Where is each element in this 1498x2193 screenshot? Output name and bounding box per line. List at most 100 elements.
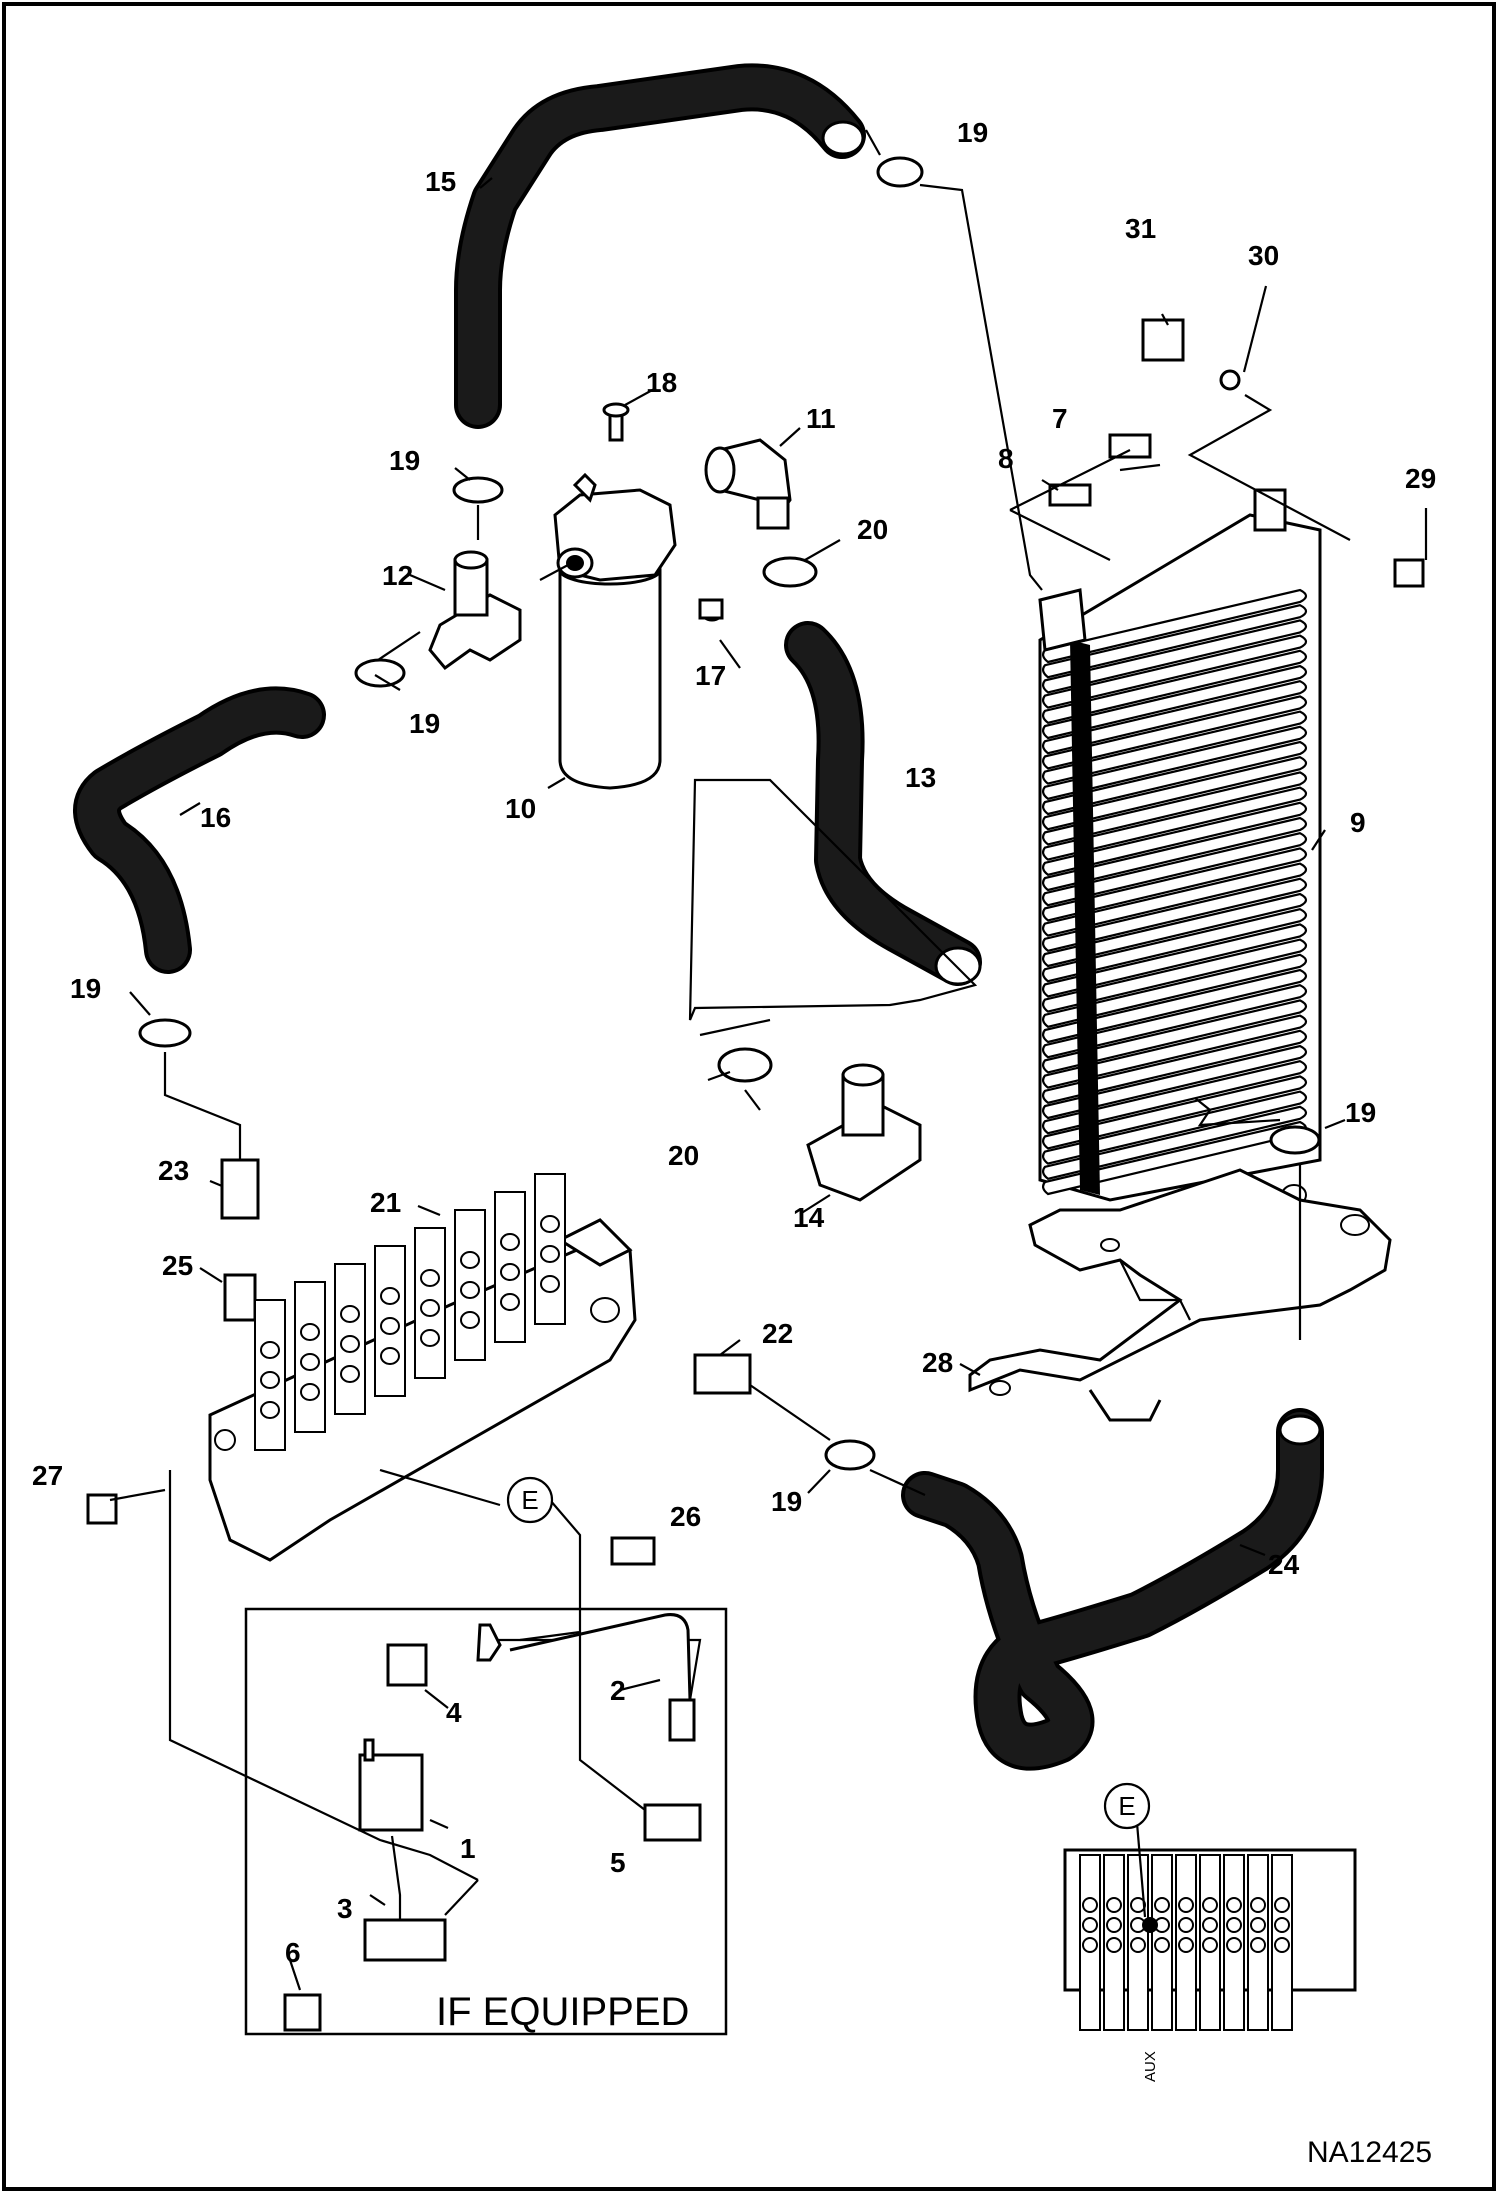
oil-cooler-9 bbox=[1038, 488, 1322, 1206]
detail-port bbox=[1154, 1897, 1170, 1913]
valve-port bbox=[340, 1335, 360, 1353]
svg-text:E: E bbox=[521, 1485, 538, 1515]
detail-port bbox=[1082, 1917, 1098, 1933]
cooler-fin bbox=[1041, 1029, 1308, 1104]
detail-port bbox=[1250, 1937, 1266, 1953]
callout-12: 12 bbox=[382, 560, 413, 591]
callout-19-left: 19 bbox=[70, 973, 101, 1004]
callout-27: 27 bbox=[32, 1460, 63, 1491]
fitting-3 bbox=[363, 1918, 447, 1962]
callout-29: 29 bbox=[1405, 463, 1436, 494]
valve-port bbox=[340, 1365, 360, 1383]
valve-port bbox=[500, 1293, 520, 1311]
hose-15 bbox=[454, 63, 866, 429]
clamps bbox=[138, 156, 1321, 1471]
detail-port bbox=[1226, 1937, 1242, 1953]
detail-port bbox=[1250, 1897, 1266, 1913]
callout-19-top: 19 bbox=[957, 117, 988, 148]
cooler-fin bbox=[1041, 953, 1308, 1028]
cooler-fin bbox=[1041, 695, 1308, 770]
callout-28: 28 bbox=[922, 1347, 953, 1378]
valve-port bbox=[420, 1269, 440, 1287]
callout-15: 15 bbox=[425, 166, 456, 197]
detail-port bbox=[1082, 1937, 1098, 1953]
fitting-6 bbox=[283, 1993, 322, 2032]
valve-port bbox=[500, 1233, 520, 1251]
clamp-20-top bbox=[762, 556, 818, 588]
callout-25: 25 bbox=[162, 1250, 193, 1281]
detail-port bbox=[1154, 1937, 1170, 1953]
cooler-fin bbox=[1041, 604, 1308, 679]
valve-port bbox=[460, 1311, 480, 1329]
valve-port bbox=[300, 1353, 320, 1371]
clamp-20-mid bbox=[717, 1047, 773, 1083]
washer-30 bbox=[1219, 369, 1241, 391]
cooler-fin bbox=[1041, 999, 1308, 1074]
callout-19-mid: 19 bbox=[771, 1486, 802, 1517]
callout-10: 10 bbox=[505, 793, 536, 824]
cooler-fin bbox=[1041, 877, 1308, 952]
callout-19-hose16: 19 bbox=[409, 708, 440, 739]
callout-11: 11 bbox=[806, 403, 836, 434]
if-equipped-box bbox=[244, 1607, 728, 2036]
cooler-fin bbox=[1041, 1014, 1308, 1089]
detail-port bbox=[1178, 1937, 1194, 1953]
if-equipped-note: IF EQUIPPED bbox=[436, 1990, 689, 2034]
callout-20-mid: 20 bbox=[668, 1140, 699, 1171]
detail-marker-view: E bbox=[1103, 1782, 1151, 1830]
clamp-19-mid bbox=[824, 1439, 876, 1471]
cooler-fin bbox=[1041, 1075, 1308, 1150]
hose-16 bbox=[73, 686, 326, 974]
callout-16: 16 bbox=[200, 802, 231, 833]
callout-14: 14 bbox=[793, 1202, 825, 1233]
cooler-fin bbox=[1041, 1044, 1308, 1120]
cooler-fin bbox=[1041, 756, 1308, 831]
detail-port bbox=[1178, 1917, 1194, 1933]
detail-port bbox=[1274, 1897, 1290, 1913]
tee-fitting-12 bbox=[428, 550, 522, 671]
cooler-fin bbox=[1041, 892, 1308, 968]
valve-port bbox=[340, 1305, 360, 1323]
detail-port bbox=[1082, 1897, 1098, 1913]
fitting-8 bbox=[1048, 483, 1092, 507]
fitting-26 bbox=[610, 1536, 656, 1566]
valve-port bbox=[540, 1215, 560, 1233]
valve-port bbox=[380, 1317, 400, 1335]
bolt-29 bbox=[1393, 558, 1425, 588]
detail-e-view bbox=[1063, 1848, 1357, 2031]
valve-1 bbox=[358, 1753, 424, 1832]
valve-section bbox=[334, 1263, 366, 1415]
callout-24: 24 bbox=[1268, 1549, 1300, 1580]
detail-port bbox=[1274, 1917, 1290, 1933]
tee-fitting-14 bbox=[806, 1063, 922, 1202]
callout-18: 18 bbox=[646, 367, 677, 398]
callout-1: 1 bbox=[460, 1833, 476, 1864]
detail-port bbox=[1274, 1937, 1290, 1953]
fitting-25 bbox=[223, 1273, 257, 1322]
aux-label: AUX bbox=[1142, 2051, 1159, 2082]
callout-13: 13 bbox=[905, 762, 936, 793]
detail-port bbox=[1178, 1897, 1194, 1913]
valve-port bbox=[260, 1341, 280, 1359]
valve-port bbox=[380, 1347, 400, 1365]
cooler-fin bbox=[1041, 816, 1308, 892]
cooler-fin bbox=[1041, 984, 1308, 1059]
cooler-fin bbox=[1041, 725, 1308, 800]
control-valve-21 bbox=[208, 1173, 637, 1562]
clamp-19-hose15 bbox=[452, 476, 504, 504]
cooler-fin bbox=[1041, 1060, 1308, 1135]
fitting-4 bbox=[386, 1643, 428, 1687]
fitting-31 bbox=[1141, 318, 1185, 362]
detail-sections bbox=[1079, 1854, 1293, 2031]
cooler-fin bbox=[1041, 1090, 1308, 1165]
detail-port bbox=[1202, 1897, 1218, 1913]
fitting-22 bbox=[693, 1353, 752, 1395]
callout-6: 6 bbox=[285, 1937, 301, 1968]
mounting-plate-28 bbox=[968, 1168, 1392, 1422]
callout-numbers: 1 2 3 4 5 6 7 8 9 10 11 12 13 14 15 16 1… bbox=[32, 117, 1436, 1968]
callout-26: 26 bbox=[670, 1501, 701, 1532]
filter-10 bbox=[553, 402, 724, 790]
